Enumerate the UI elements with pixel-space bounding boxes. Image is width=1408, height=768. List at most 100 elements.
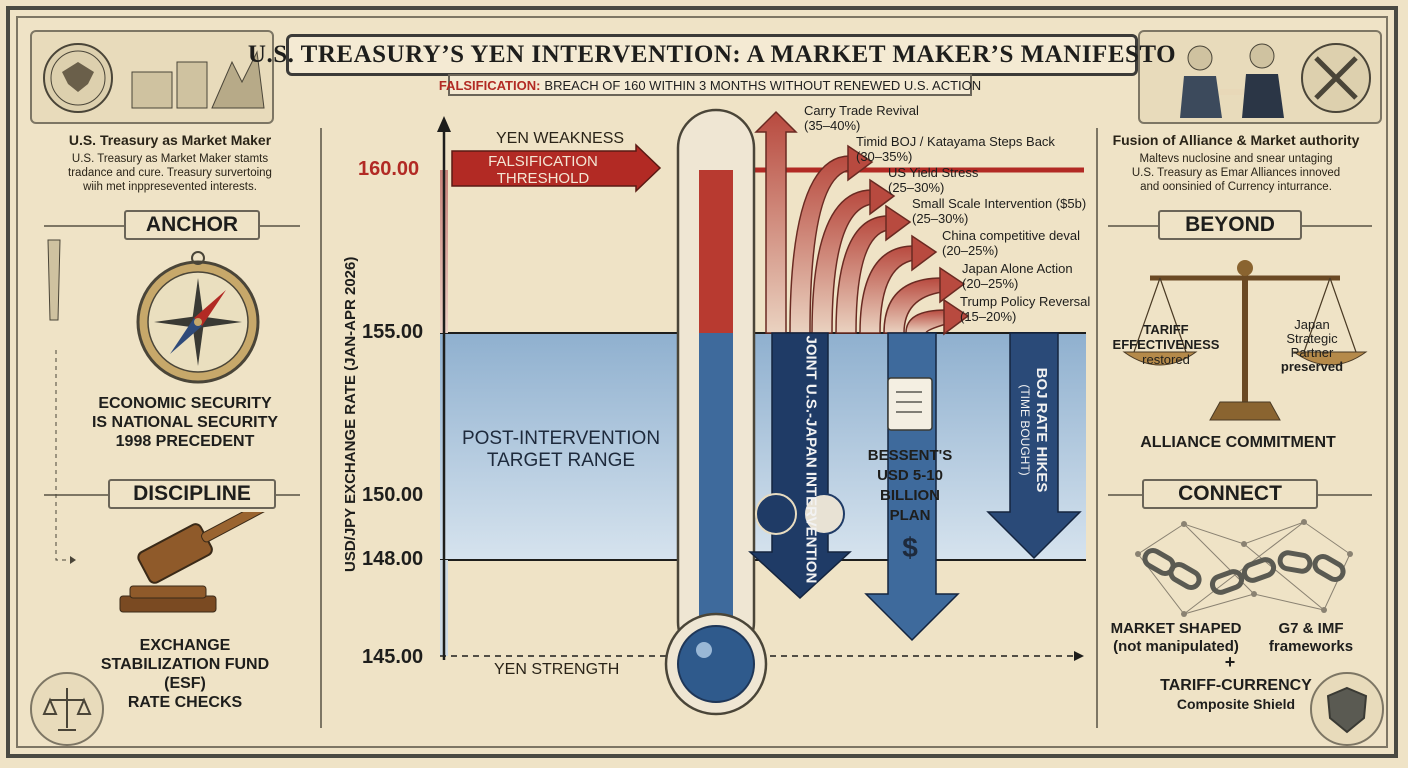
- bottom-left-seal: [30, 672, 104, 746]
- connect-right-line: frameworks: [1268, 638, 1354, 655]
- connect-bottom-line: TARIFF-CURRENCY: [1160, 677, 1312, 694]
- scenario-name: Timid BOJ / Katayama Steps Back: [856, 134, 1055, 149]
- scenario-label: Timid BOJ / Katayama Steps Back (30–35%): [856, 134, 1055, 164]
- discipline-caption-line: (ESF): [164, 675, 206, 692]
- scenario-label: Trump Policy Reversal (15–20%): [960, 294, 1090, 324]
- scale-left-line: TARIFF: [1143, 322, 1189, 337]
- left-panel: U.S. Treasury as Market Maker U.S. Treas…: [40, 128, 300, 728]
- scenario-name: Trump Policy Reversal: [960, 294, 1091, 309]
- upside-arrowhead: [885, 204, 912, 242]
- discipline-caption-line: STABILIZATION FUND: [100, 656, 270, 673]
- left-panel-title: U.S. Treasury as Market Maker: [68, 132, 272, 148]
- scenario-label: Carry Trade Revival (35–40%): [804, 103, 919, 133]
- yen-weakness-label: YEN WEAKNESS: [496, 130, 625, 147]
- left-decor: [47, 239, 76, 564]
- connect-bottom-caption: TARIFF-CURRENCY Composite Shield: [1106, 676, 1366, 714]
- threshold-label: FALSIFICATION THRESHOLD: [458, 153, 628, 187]
- left-divider: [320, 128, 322, 728]
- beyond-caption: ALLIANCE COMMITMENT: [1140, 434, 1336, 451]
- scenario-prob: (15–20%): [960, 309, 1017, 324]
- scale-right-line: Strategic: [1286, 331, 1338, 346]
- anchor-caption-line: IS NATIONAL SECURITY: [91, 414, 279, 431]
- joint-intervention-label: JOINT U.S.-JAPAN INTERVENTION: [802, 335, 820, 584]
- thermometer-red-fill: [699, 170, 733, 333]
- connect-left-line: MARKET SHAPED: [1110, 620, 1242, 637]
- falsification-bar: FALSIFICATION: BREACH OF 160 WITHIN 3 MO…: [439, 74, 981, 96]
- left-panel-body: U.S. Treasury as Market Maker stamts tra…: [40, 152, 300, 194]
- tick-148: 148.00: [362, 548, 424, 570]
- x-axis-arrowhead: [1074, 651, 1084, 661]
- thermometer-blue-fill: [699, 333, 733, 640]
- boj-line: (TIME BOUGHT): [1018, 384, 1032, 476]
- anchor-caption-line: 1998 PRECEDENT: [115, 433, 255, 450]
- dollar-symbol: $: [902, 532, 918, 563]
- right-panel-body: Maltevs nuclosine and snear untaging U.S…: [1106, 152, 1366, 194]
- gavel-icon: [119, 512, 289, 613]
- tick-160: 160.00: [358, 158, 420, 180]
- tick-145: 145.00: [362, 646, 424, 668]
- thermometer-bulb-highlight: [696, 642, 712, 658]
- thermometer-bulb: [677, 625, 755, 703]
- threshold-line: FALSIFICATION: [488, 153, 598, 170]
- compass-icon: [136, 251, 260, 384]
- scenario-name: China competitive deval: [942, 228, 1081, 243]
- balance-seal-icon: [42, 688, 92, 731]
- upside-arrowhead: [911, 234, 938, 272]
- clipboard-icon: [887, 377, 933, 431]
- scale-right-caption: Japan Strategic Partner preserved: [1262, 318, 1362, 374]
- upside-arrow: [754, 110, 798, 334]
- connect-rule-right: [1318, 494, 1372, 496]
- upside-arrowhead: [869, 178, 896, 216]
- right-divider: [1096, 128, 1098, 728]
- bessent-plan-label: BESSENT'S USD 5-10 BILLION PLAN: [850, 446, 970, 526]
- scale-right-line: Japan: [1294, 317, 1330, 332]
- connect-right-caption: G7 & IMF frameworks: [1256, 620, 1366, 656]
- scenario-label: Small Scale Intervention ($5b) (25–30%): [912, 196, 1086, 226]
- shield-icon: [1326, 686, 1368, 734]
- connect-plus: +: [1224, 652, 1236, 672]
- discipline-caption-line: RATE CHECKS: [127, 694, 243, 711]
- threshold-banner: [451, 143, 662, 193]
- yen-strength-label: YEN STRENGTH: [494, 661, 620, 678]
- top-right-engraving: [1138, 30, 1382, 124]
- bessent-line: USD 5-10: [877, 467, 943, 484]
- discipline-rule-right: [276, 494, 300, 496]
- connect-label: CONNECT: [1142, 479, 1318, 509]
- discipline-rule-left: [44, 494, 124, 496]
- beyond-rule-right: [1302, 225, 1372, 227]
- connect-rule-left: [1108, 494, 1142, 496]
- scale-left-caption: TARIFF EFFECTIVENESS restored: [1104, 322, 1228, 367]
- connect-right-line: G7 & IMF: [1278, 620, 1344, 637]
- handshake-icon: [1180, 43, 1371, 118]
- boj-rate-hikes-label: BOJ RATE HIKES (TIME BOUGHT): [1017, 345, 1050, 515]
- scale-left-line: restored: [1142, 352, 1190, 367]
- upside-arrowhead: [847, 144, 874, 182]
- discipline-caption: EXCHANGE STABILIZATION FUND (ESF) RATE C…: [40, 636, 330, 712]
- falsification-text: BREACH OF 160 WITHIN 3 MONTHS WITHOUT RE…: [544, 77, 982, 93]
- target-range-line: TARGET RANGE: [486, 450, 636, 471]
- boj-line: BOJ RATE HIKES: [1033, 367, 1050, 493]
- scenario-prob: (35–40%): [804, 118, 861, 133]
- scenario-prob: (25–30%): [912, 211, 969, 226]
- target-range-label: POST-INTERVENTION TARGET RANGE: [456, 428, 666, 472]
- right-body-line: Maltevs nuclosine and snear untaging: [1139, 153, 1333, 165]
- anchor-rule-right: [260, 225, 300, 227]
- y-axis-label: USD/JPY EXCHANGE RATE (JAN-APR 2026): [342, 256, 359, 572]
- crossed-tools-icon: [1301, 43, 1371, 113]
- tick-150: 150.00: [362, 484, 424, 506]
- scenario-label: Japan Alone Action (20–25%): [962, 261, 1073, 291]
- bessent-line: BILLION: [880, 487, 940, 504]
- tick-155: 155.00: [362, 321, 424, 343]
- scenario-name: US Yield Stress: [888, 165, 979, 180]
- discipline-label: DISCIPLINE: [108, 479, 276, 509]
- scenario-prob: (20–25%): [962, 276, 1019, 291]
- inner-frame: [16, 16, 1388, 748]
- upside-arrow: [905, 309, 947, 334]
- anchor-rule-left: [44, 225, 124, 227]
- eagle-seal-icon: [43, 43, 265, 113]
- bessent-line: BESSENT'S: [867, 447, 953, 464]
- left-body-line: U.S. Treasury as Market Maker stamts: [71, 153, 269, 165]
- y-axis-arrowhead: [437, 116, 451, 132]
- upside-arrowhead: [939, 266, 966, 304]
